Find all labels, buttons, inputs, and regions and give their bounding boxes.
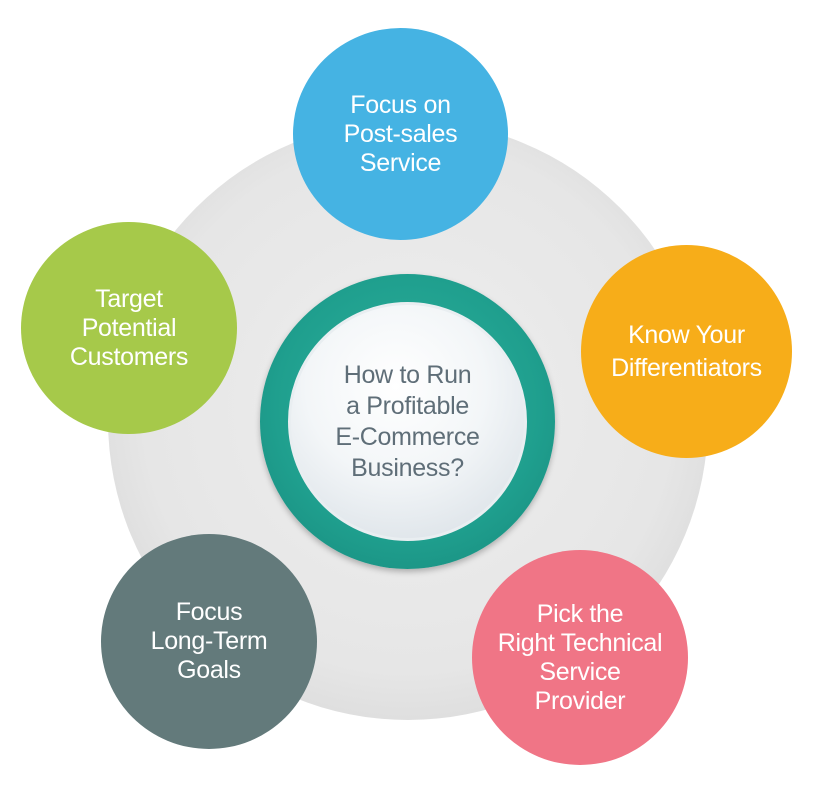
node-know-differentiators: Know Your Differentiators [581, 245, 792, 458]
node-bleft-line-3: Goals [177, 656, 241, 684]
node-bright-line-2: Right Technical [497, 628, 663, 657]
node-top-line-2: Post-sales [343, 119, 458, 148]
node-long-term-goals: Focus Long-Term Goals [101, 534, 317, 749]
node-bleft-line-1: Focus [175, 598, 243, 626]
node-technical-service-provider: Pick the Right Technical Service Provide… [472, 550, 688, 765]
node-post-sales-service: Focus on Post-sales Service [293, 28, 508, 240]
node-bright-line-1: Pick the [536, 599, 624, 628]
node-bright-line-4: Provider [534, 686, 626, 715]
center-line-4: Business? [351, 453, 464, 482]
center-line-2: a Profitable [346, 391, 469, 420]
center-question-circle: How to Run a Profitable E-Commerce Busin… [288, 302, 527, 541]
node-right-line-2: Differentiators [611, 353, 762, 382]
node-target-customers-label: Target Potential Customers [70, 285, 188, 372]
node-top-line-1: Focus on [350, 90, 451, 119]
node-long-term-goals-label: Focus Long-Term Goals [151, 598, 268, 685]
node-bleft-line-2: Long-Term [150, 627, 268, 655]
node-top-line-3: Service [359, 148, 442, 177]
node-left-line-2: Potential [81, 313, 177, 342]
node-technical-service-provider-label: Pick the Right Technical Service Provide… [498, 600, 663, 716]
center-question-label: How to Run a Profitable E-Commerce Busin… [335, 360, 480, 484]
center-line-1: How to Run [343, 360, 472, 389]
node-know-differentiators-label: Know Your Differentiators [611, 319, 762, 385]
node-right-line-1: Know Your [628, 320, 745, 349]
node-post-sales-service-label: Focus on Post-sales Service [344, 91, 458, 178]
center-line-3: E-Commerce [335, 422, 480, 451]
node-bright-line-3: Service [539, 657, 621, 686]
node-target-customers: Target Potential Customers [21, 222, 237, 434]
node-left-line-3: Customers [69, 342, 189, 371]
node-left-line-1: Target [95, 284, 163, 313]
